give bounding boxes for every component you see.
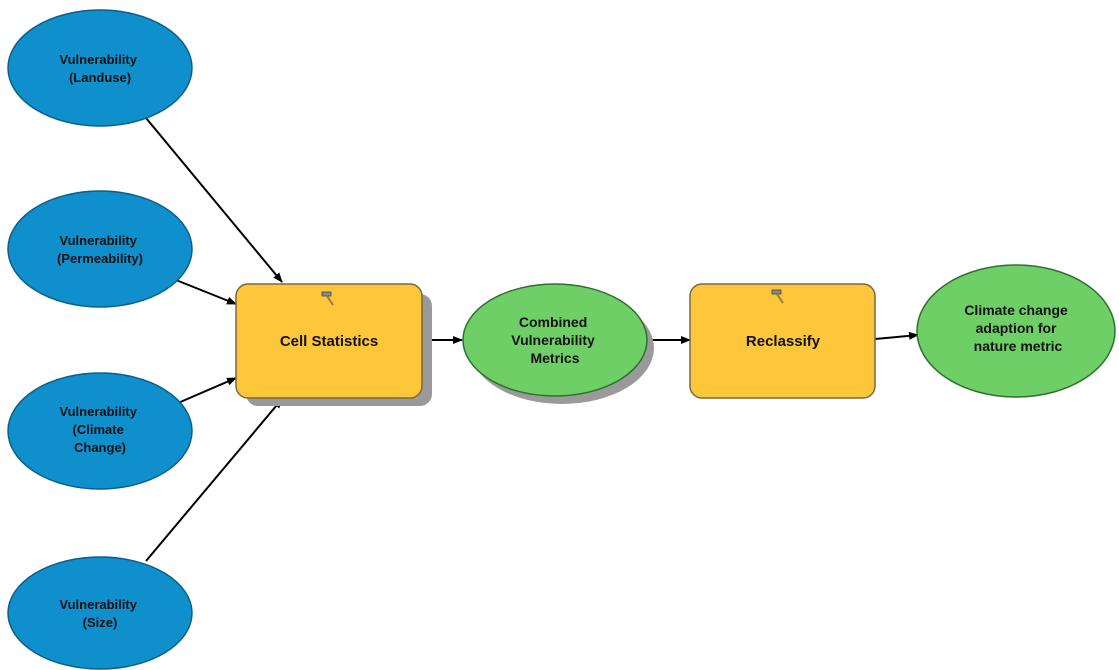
- output-node-combined-vulnerability-metrics[interactable]: Combined Vulnerability Metrics: [462, 283, 654, 404]
- node-label-line: (Climate: [73, 422, 124, 437]
- node-label-line: adaption for: [976, 320, 1057, 336]
- node-label-line: Vulnerability: [59, 404, 137, 419]
- svg-text:Vulnerability (Climate: Vulnerability (Climate Change): [59, 404, 140, 455]
- input-node-permeability[interactable]: Vulnerability (Permeability): [7, 190, 193, 308]
- input-node-size[interactable]: Vulnerability (Size): [7, 556, 193, 670]
- node-label-line: Metrics: [530, 350, 579, 366]
- node-label-line: nature metric: [974, 338, 1063, 354]
- hammer-icon: [771, 289, 784, 304]
- edge-permeability-to-cell-statistics: [175, 279, 237, 305]
- node-label-line: (Permeability): [57, 251, 143, 266]
- edge-reclassify-to-climate-adaption: [874, 331, 919, 340]
- input-node-landuse[interactable]: Vulnerability (Landuse): [7, 9, 193, 127]
- edge-landuse-to-cell-statistics: [145, 117, 283, 283]
- tool-label: Cell Statistics: [280, 333, 378, 350]
- svg-text:Vulnerability (Size): Vulnerability (Size): [59, 597, 140, 630]
- node-label-line: Climate change: [964, 302, 1068, 318]
- svg-text:Climate change adaption: Climate change adaption for nature metri…: [964, 302, 1071, 354]
- svg-text:Combined Vulnerability: Combined Vulnerability Metrics: [511, 314, 598, 366]
- svg-text:Vulnerability (Landuse): Vulnerability (Landuse): [59, 52, 140, 85]
- svg-text:Vulnerability (Permeabil: Vulnerability (Permeability): [57, 233, 143, 266]
- edge-climate-to-cell-statistics: [177, 377, 237, 404]
- tool-node-cell-statistics[interactable]: Cell Statistics: [235, 283, 432, 406]
- tool-label: Reclassify: [746, 333, 821, 350]
- tool-node-reclassify[interactable]: Reclassify: [689, 283, 876, 399]
- edges: [145, 117, 919, 562]
- node-label-line: Vulnerability: [59, 597, 137, 612]
- node-label-line: Change): [74, 440, 126, 455]
- node-label-line: (Landuse): [69, 70, 131, 85]
- node-label-line: Combined: [519, 314, 587, 330]
- node-label-line: Vulnerability: [59, 52, 137, 67]
- edge-size-to-cell-statistics: [145, 398, 283, 562]
- input-node-climate-change[interactable]: Vulnerability (Climate Change): [7, 372, 193, 490]
- node-label-line: Vulnerability: [511, 332, 595, 348]
- hammer-icon: [321, 291, 334, 306]
- output-node-climate-change-adaption[interactable]: Climate change adaption for nature metri…: [916, 264, 1116, 398]
- node-label-line: (Size): [83, 615, 118, 630]
- node-label-line: Vulnerability: [59, 233, 137, 248]
